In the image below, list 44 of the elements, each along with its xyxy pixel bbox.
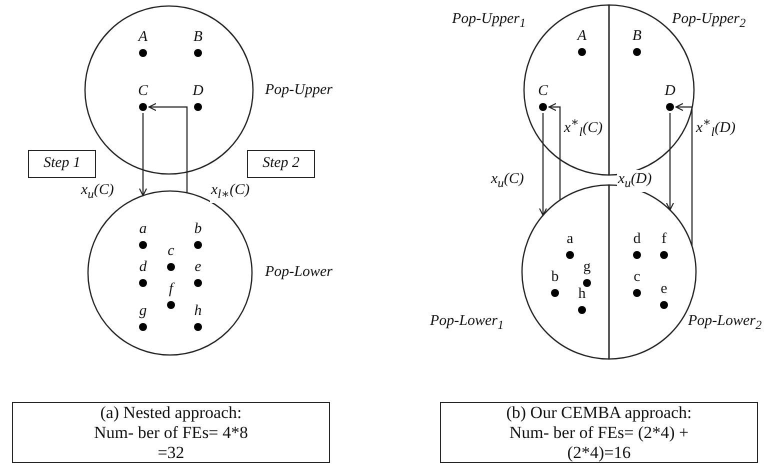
point-label: f [168, 281, 176, 297]
point-label: f [660, 231, 668, 247]
point-label: d [138, 259, 148, 275]
caption-text: (a) Nested approach: Num- ber of FEs= 4*8 =32 [92, 402, 250, 462]
arrow [666, 113, 674, 211]
step-box: Step 1 [28, 150, 96, 178]
population-label: Pop-Lower$_{2}$ [688, 312, 762, 334]
point-label: e [194, 259, 202, 275]
point-label: a [566, 231, 574, 247]
caption-text: (b) Our CEMBA approach: Num- ber of FEs= (2*4) + (2*4)=16 [505, 402, 693, 462]
point-label: c [166, 243, 176, 259]
point-label: C [136, 83, 150, 99]
population-label: Pop-Lower [265, 263, 332, 281]
point-label: D [192, 83, 204, 99]
point-label: g [138, 303, 148, 319]
step-box: Step 2 [247, 150, 315, 178]
population-label: Pop-Upper [265, 81, 332, 99]
edge-label: x$_{l∗}$(C) [210, 181, 251, 203]
point-label: a [138, 221, 148, 237]
point-label: h [577, 286, 587, 302]
point-label: b [550, 269, 560, 285]
population-label: Pop-Lower$_{1}$ [430, 312, 504, 334]
arrow [138, 113, 148, 196]
arrow [548, 102, 561, 200]
arrow [148, 102, 188, 193]
point-label: g [582, 259, 592, 275]
point-label: A [576, 28, 588, 44]
population-label: Pop-Upper$_{2}$ [672, 10, 746, 32]
point-label: B [192, 29, 204, 45]
arrow [538, 113, 548, 216]
point-label: c [632, 269, 642, 285]
point-label: d [632, 231, 642, 247]
population-label: Pop-Upper$_{1}$ [452, 10, 526, 32]
point-label: h [193, 303, 203, 319]
point-label: A [136, 29, 149, 45]
point-label: D [664, 83, 676, 99]
point-label: b [193, 221, 203, 237]
caption-box [12, 402, 330, 463]
point-label: B [631, 28, 643, 44]
edge-label: x$_{u}$(D) [617, 170, 653, 192]
point-label: C [536, 83, 550, 99]
arrow [675, 102, 693, 246]
point-label: e [660, 281, 668, 297]
caption-box [440, 402, 758, 463]
